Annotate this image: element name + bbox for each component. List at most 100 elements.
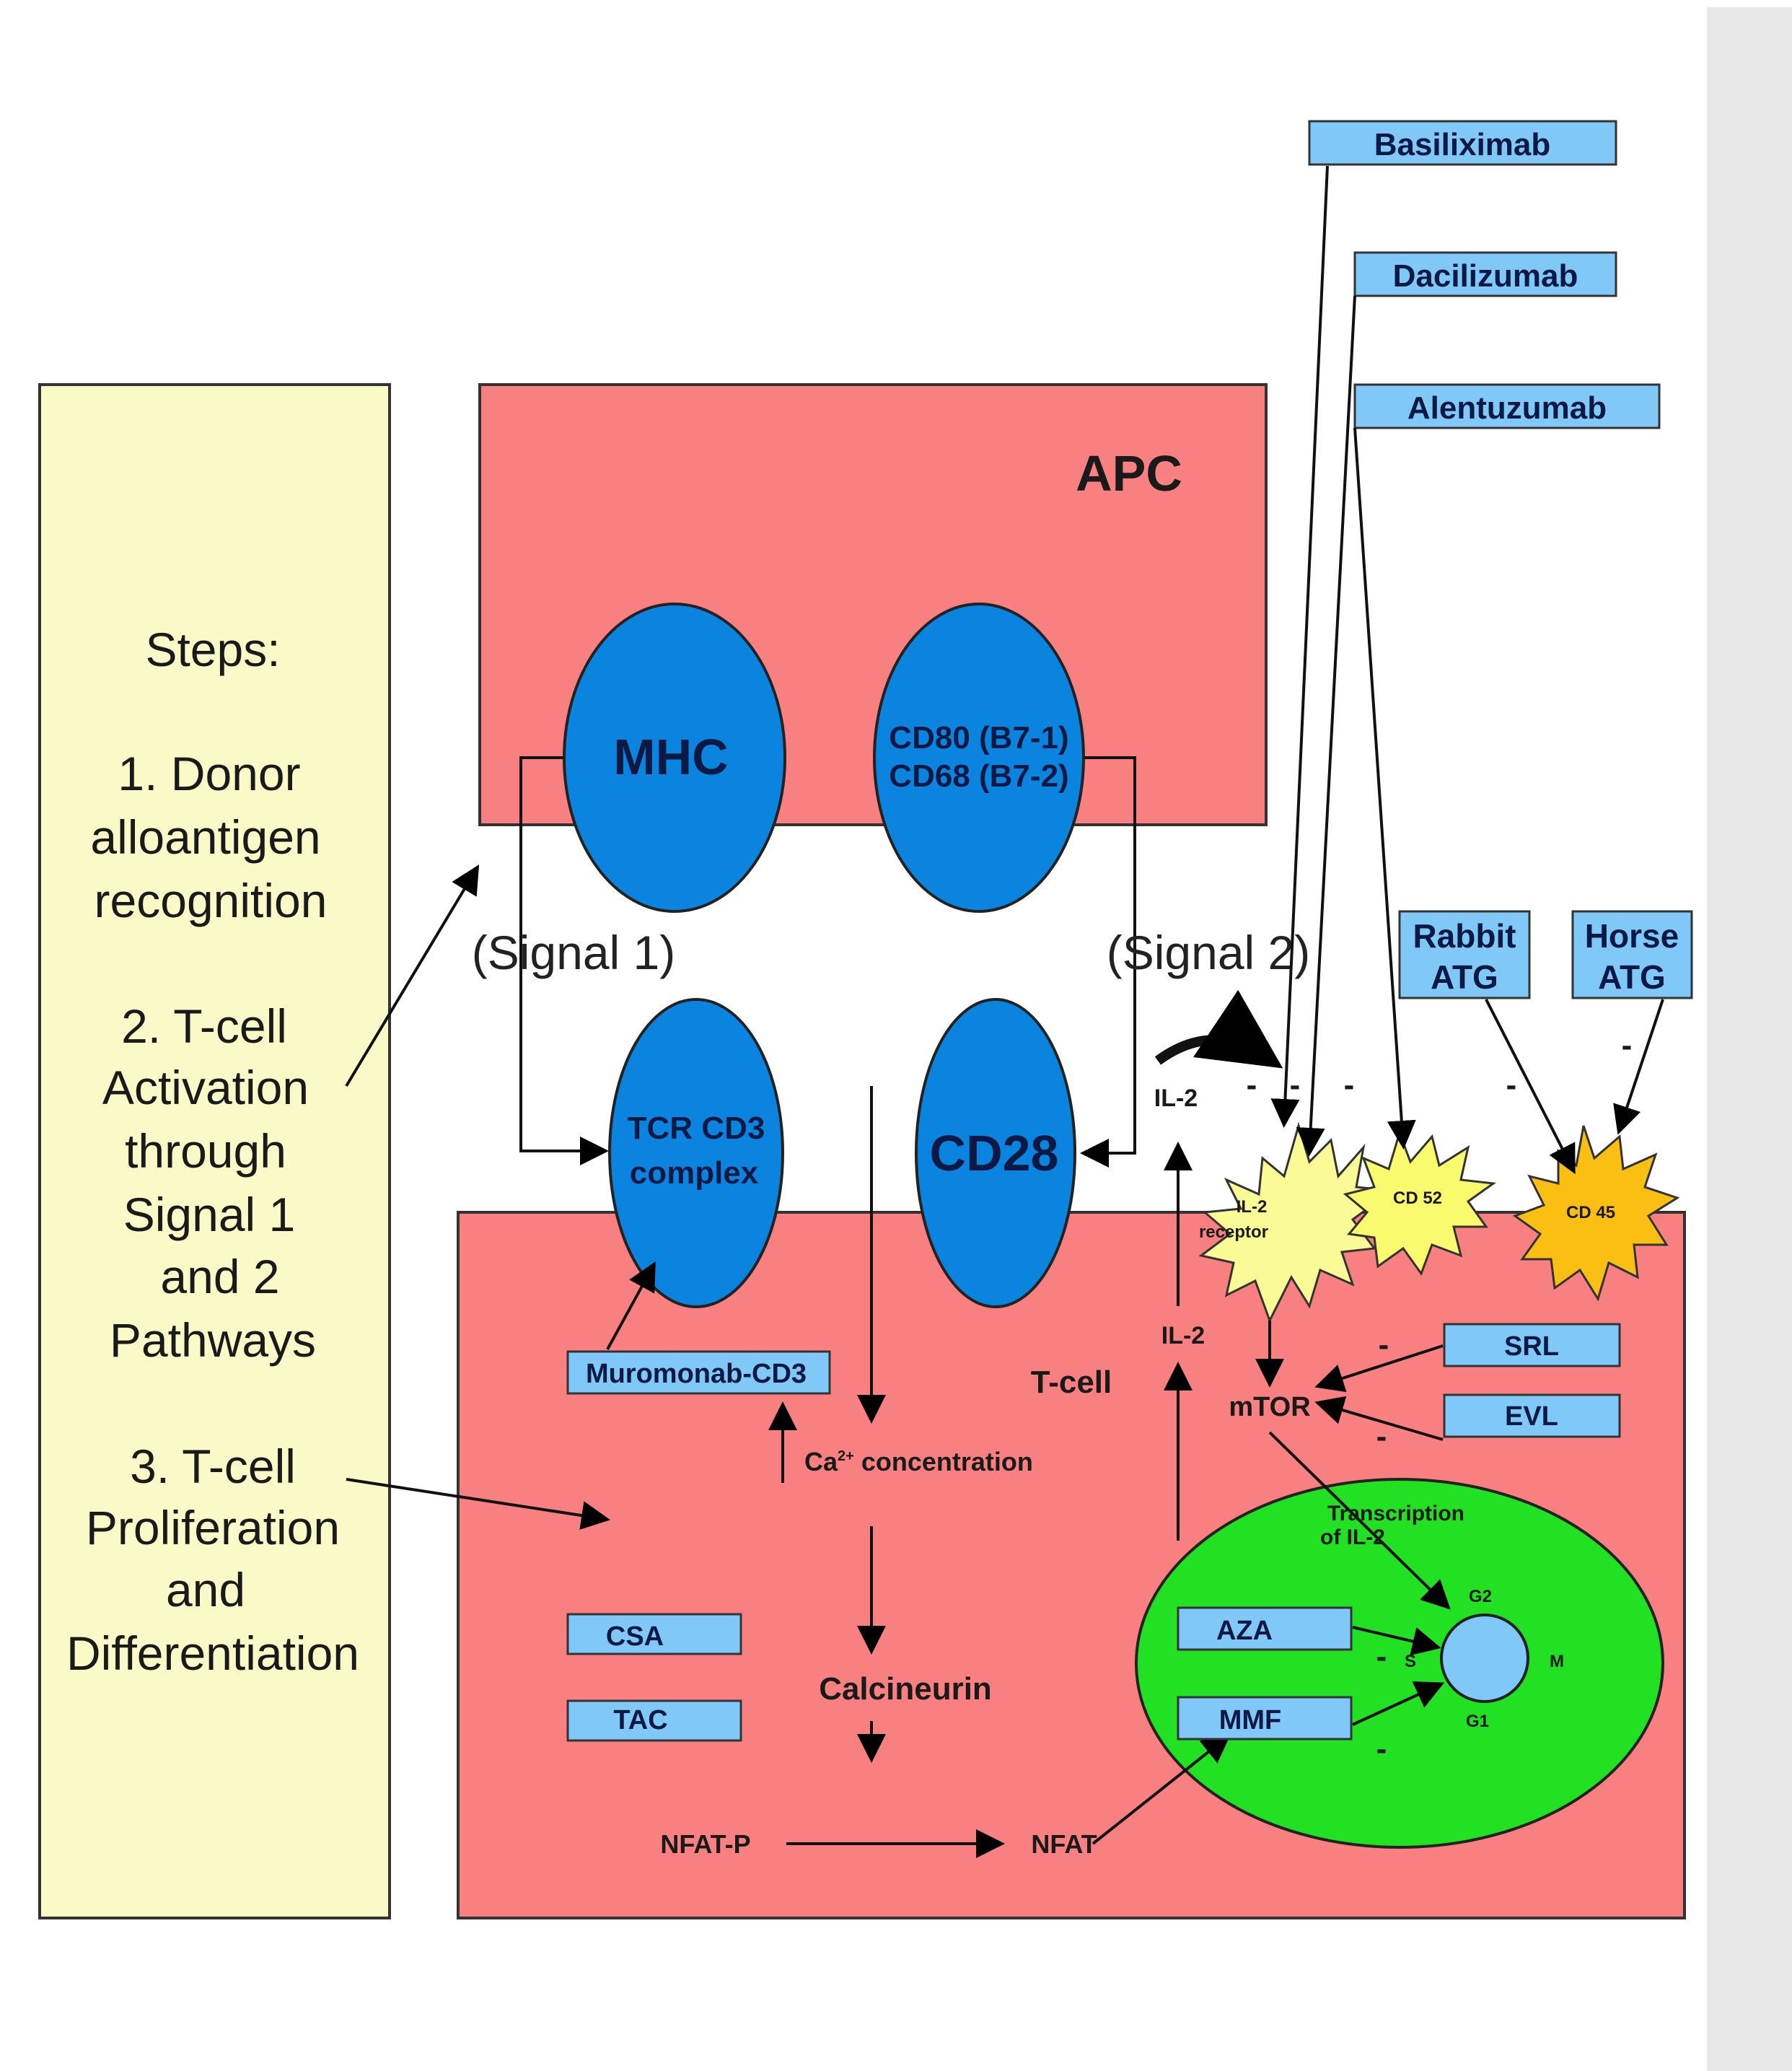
steps-panel bbox=[38, 383, 391, 1919]
mmf-label: MMF bbox=[1219, 1705, 1282, 1735]
muromonab-box bbox=[566, 1350, 831, 1395]
rabbit-atg-arrow bbox=[1485, 999, 1576, 1175]
cd52-label: CD 52 bbox=[1393, 1188, 1442, 1208]
mtor-to-g2-arrow bbox=[1268, 1431, 1451, 1610]
calcineurin-label: Calcineurin bbox=[819, 1671, 992, 1707]
transcription-label-line2: of IL-2 bbox=[1320, 1525, 1385, 1549]
page-edge-shadow bbox=[1707, 7, 1792, 2071]
minus-srl: - bbox=[1379, 1327, 1389, 1362]
step3-line4: Differentiation bbox=[66, 1626, 359, 1680]
rabbit-atg-label-line1: Rabbit bbox=[1413, 917, 1516, 955]
transcription-label-line1: Transcription bbox=[1327, 1502, 1464, 1525]
step2-line1: 2. T-cell bbox=[121, 999, 287, 1053]
rabbit-atg-label-line2: ATG bbox=[1431, 958, 1498, 996]
steps-heading: Steps: bbox=[145, 623, 280, 676]
nfat-label: NFAT bbox=[1031, 1829, 1097, 1859]
ca-text: concentration bbox=[854, 1447, 1033, 1476]
evl-arrow bbox=[1314, 1396, 1444, 1441]
minus-mmf: - bbox=[1376, 1731, 1387, 1766]
aza-label: AZA bbox=[1216, 1616, 1273, 1646]
step3-line1: 3. T-cell bbox=[130, 1440, 296, 1493]
il2-binding-curved-arrow bbox=[1154, 989, 1283, 1069]
basiliximab-label: Basiliximab bbox=[1374, 127, 1551, 162]
signal2-connector bbox=[1052, 756, 1136, 1168]
cd80-ellipse bbox=[873, 603, 1085, 913]
step2-line6: Pathways bbox=[110, 1313, 316, 1367]
srl-arrow bbox=[1314, 1344, 1444, 1393]
step3-line3: and bbox=[166, 1563, 245, 1616]
aza-box bbox=[1177, 1606, 1353, 1651]
cd80-label-line2: CD68 (B7-2) bbox=[889, 758, 1068, 794]
cd45-label: CD 45 bbox=[1566, 1203, 1615, 1222]
mhc-label: MHC bbox=[613, 729, 728, 785]
evl-label: EVL bbox=[1505, 1401, 1558, 1432]
minus-horse-atg: - bbox=[1622, 1028, 1633, 1063]
nucleus bbox=[1135, 1478, 1664, 1849]
horse-atg-arrow bbox=[1613, 999, 1664, 1135]
g2-label: G2 bbox=[1469, 1587, 1492, 1606]
horse-atg-label-line1: Horse bbox=[1585, 917, 1679, 955]
apc-label: APC bbox=[1076, 445, 1182, 502]
srl-box bbox=[1443, 1323, 1621, 1367]
step2-line4: Signal 1 bbox=[123, 1188, 296, 1241]
csa-label: CSA bbox=[606, 1621, 664, 1652]
basiliximab-arrow bbox=[1270, 165, 1329, 1128]
minus-basiliximab: - bbox=[1247, 1067, 1257, 1103]
step3-line2: Proliferation bbox=[86, 1501, 340, 1554]
cd45-star bbox=[1512, 1125, 1680, 1302]
step2-line3: through bbox=[125, 1124, 286, 1178]
ca-concentration-label: Ca2+ concentration bbox=[804, 1447, 1033, 1476]
tac-label: TAC bbox=[613, 1705, 667, 1735]
muromonab-to-tcr-arrow bbox=[606, 1261, 656, 1350]
signal1-label: (Signal 1) bbox=[472, 926, 675, 979]
mmf-box bbox=[1177, 1696, 1353, 1741]
steps-text-block: Steps: 1. Donor alloantigen recognition … bbox=[66, 623, 359, 1680]
il2-lower-label: IL-2 bbox=[1161, 1322, 1205, 1349]
il2-receptor-label-line2: receptor bbox=[1199, 1222, 1268, 1242]
step3-arrow bbox=[346, 1478, 610, 1530]
minus-alentuzumab: - bbox=[1344, 1067, 1355, 1103]
alentuzumab-box bbox=[1353, 383, 1661, 429]
il2-receptor-label-line1: IL-2 bbox=[1237, 1197, 1268, 1217]
horse-atg-box bbox=[1571, 910, 1693, 999]
evl-box bbox=[1443, 1393, 1621, 1438]
cd80-label-line1: CD80 (B7-1) bbox=[889, 720, 1068, 756]
cell-cycle-circle bbox=[1440, 1614, 1529, 1703]
aza-arrow bbox=[1352, 1626, 1441, 1656]
cd52-star bbox=[1343, 1129, 1497, 1277]
mmf-arrow bbox=[1352, 1681, 1445, 1726]
m-label: M bbox=[1550, 1652, 1564, 1671]
step1-line1: 1. Donor bbox=[118, 747, 300, 800]
dacilizumab-label: Dacilizumab bbox=[1393, 258, 1578, 294]
dacilizumab-box bbox=[1353, 251, 1617, 297]
signal2-label: (Signal 2) bbox=[1107, 926, 1310, 979]
muromonab-label: Muromonab-CD3 bbox=[586, 1359, 807, 1389]
basiliximab-box bbox=[1308, 120, 1617, 166]
alentuzumab-label: Alentuzumab bbox=[1407, 390, 1607, 426]
step2-line2: Activation bbox=[102, 1061, 309, 1114]
ca-symbol: Ca bbox=[804, 1447, 838, 1476]
step2-arrow bbox=[345, 864, 480, 1087]
step1-line3: recognition bbox=[95, 874, 328, 927]
tcell-label: T-cell bbox=[1031, 1365, 1112, 1400]
alentuzumab-arrow bbox=[1353, 427, 1416, 1150]
dacilizumab-arrow bbox=[1296, 295, 1356, 1157]
tcr-cd3-ellipse bbox=[608, 998, 784, 1308]
minus-evl: - bbox=[1376, 1419, 1387, 1454]
step1-line2: alloantigen bbox=[90, 810, 320, 864]
ca-superscript: 2+ bbox=[838, 1448, 854, 1464]
cd28-label: CD28 bbox=[930, 1125, 1059, 1181]
csa-box bbox=[566, 1613, 742, 1655]
inhibition-symbols: - - - - - - - - - bbox=[1247, 1028, 1633, 1766]
signal1-connector bbox=[519, 756, 609, 1165]
s-label: S bbox=[1405, 1652, 1416, 1671]
il2-receptor-star bbox=[1198, 1121, 1396, 1323]
g1-label: G1 bbox=[1466, 1712, 1489, 1731]
horse-atg-label-line2: ATG bbox=[1598, 958, 1666, 996]
rabbit-atg-box bbox=[1398, 910, 1531, 999]
cd28-ellipse bbox=[915, 998, 1076, 1308]
tcr-cd3-label-line2: complex bbox=[630, 1155, 759, 1191]
nfat-to-nucleus-arrow bbox=[1092, 1734, 1231, 1845]
minus-dacilizumab: - bbox=[1290, 1067, 1301, 1103]
